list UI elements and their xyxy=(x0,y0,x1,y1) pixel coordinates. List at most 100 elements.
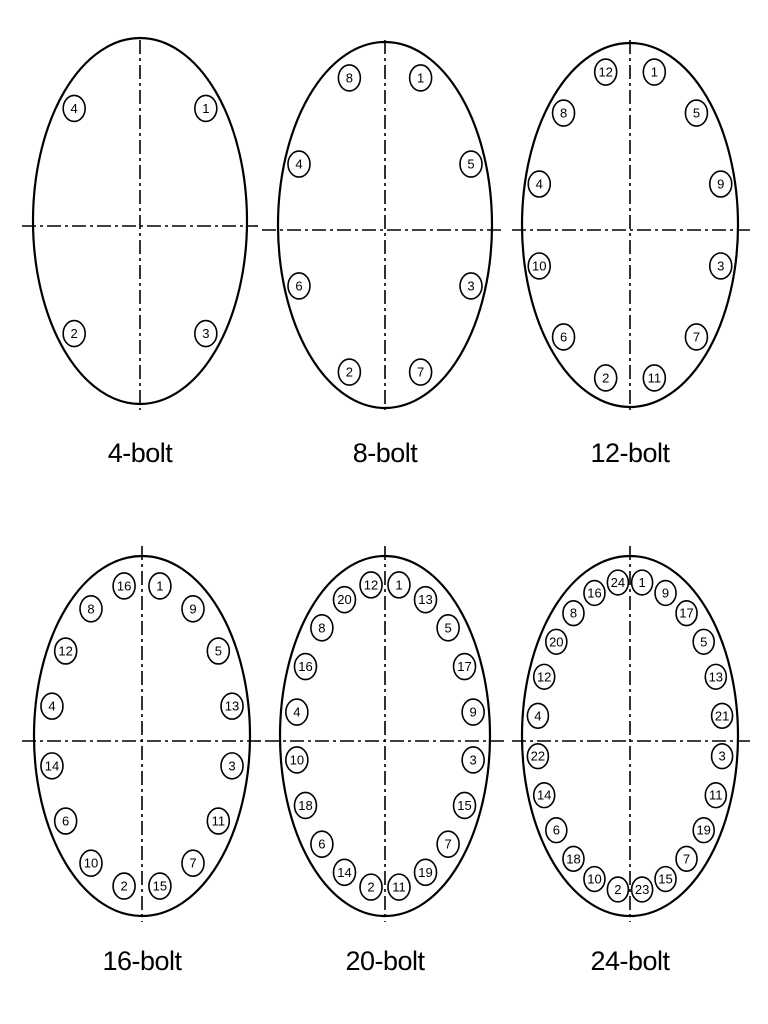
bolt-hole-circle xyxy=(692,817,715,844)
bolt-hole-2: 2 xyxy=(593,364,618,392)
bolt-number: 4 xyxy=(295,157,302,172)
bolt-number: 15 xyxy=(153,879,167,894)
bolt-number: 2 xyxy=(367,880,374,895)
bolt-hole-circle xyxy=(545,628,568,655)
bolt-hole-circle xyxy=(293,652,318,681)
bolt-hole-7: 7 xyxy=(675,845,698,873)
bolt-hole-12: 12 xyxy=(359,571,383,599)
bolt-hole-circle xyxy=(387,873,411,901)
bolt-hole-circle xyxy=(40,752,64,780)
bolt-hole-7: 7 xyxy=(181,849,205,877)
bolt-hole-9: 9 xyxy=(461,698,485,726)
bolt-hole-circle xyxy=(545,817,568,844)
bolt-hole-circle xyxy=(287,272,311,300)
bolt-hole-13: 13 xyxy=(704,663,728,690)
bolt-hole-circle xyxy=(461,698,485,726)
bolt-number: 3 xyxy=(202,326,209,341)
bolt-hole-7: 7 xyxy=(684,323,709,351)
pattern-caption: 24-bolt xyxy=(590,946,670,976)
bolt-hole-1: 1 xyxy=(387,571,411,599)
bolt-hole-circle xyxy=(642,58,667,86)
bolt-number: 8 xyxy=(570,606,577,621)
bolt-hole-9: 9 xyxy=(181,595,205,623)
bolt-number: 17 xyxy=(457,659,471,674)
bolt-hole-circle xyxy=(710,743,734,770)
bolt-hole-circle xyxy=(606,569,630,596)
bolt-hole-1: 1 xyxy=(194,94,218,123)
bolt-hole-circle xyxy=(181,849,205,877)
bolt-number: 15 xyxy=(658,872,672,887)
bolt-hole-1: 1 xyxy=(408,64,433,92)
bolt-hole-20: 20 xyxy=(545,628,568,655)
bolt-hole-5: 5 xyxy=(206,637,231,665)
bolt-hole-circle xyxy=(287,150,311,178)
bolt-hole-12: 12 xyxy=(593,58,618,86)
bolt-number: 3 xyxy=(717,258,724,273)
bolt-hole-circle xyxy=(337,358,362,386)
bolt-hole-circle xyxy=(62,94,86,123)
bolt-hole-circle xyxy=(408,358,433,386)
bolt-number: 16 xyxy=(298,659,312,674)
pattern-caption: 20-bolt xyxy=(345,946,425,976)
bolt-hole-circle xyxy=(79,595,103,623)
bolt-hole-circle xyxy=(408,64,433,92)
bolt-hole-circle xyxy=(593,364,618,392)
bolt-number: 17 xyxy=(679,606,693,621)
bolt-hole-12: 12 xyxy=(53,637,78,665)
pattern-caption: 8-bolt xyxy=(353,438,419,468)
bolt-hole-circle xyxy=(526,743,550,770)
bolt-hole-15: 15 xyxy=(148,872,172,900)
bolt-number: 12 xyxy=(537,669,551,684)
bolt-number: 6 xyxy=(560,329,567,344)
bolt-hole-8: 8 xyxy=(337,64,362,92)
bolt-hole-19: 19 xyxy=(413,858,438,887)
bolt-number: 4 xyxy=(48,699,55,714)
bolt-hole-15: 15 xyxy=(654,865,677,893)
bolt-hole-4: 4 xyxy=(526,702,550,729)
bolt-number: 12 xyxy=(58,643,72,658)
bolt-hole-11: 11 xyxy=(206,807,231,835)
bolt-hole-circle xyxy=(332,858,357,887)
bolt-number: 9 xyxy=(662,585,669,600)
bolt-hole-circle xyxy=(654,579,677,607)
bolt-number: 14 xyxy=(337,865,351,880)
bolt-hole-4: 4 xyxy=(62,94,86,123)
bolt-hole-circle xyxy=(526,702,550,729)
bolt-number: 5 xyxy=(700,634,707,649)
bolt-hole-circle xyxy=(527,170,552,198)
bolt-number: 23 xyxy=(635,882,649,897)
bolt-hole-7: 7 xyxy=(436,830,460,858)
pattern-caption: 12-bolt xyxy=(590,438,670,468)
bolt-hole-circle xyxy=(630,569,654,596)
bolt-number: 11 xyxy=(709,788,723,803)
bolt-hole-24: 24 xyxy=(606,569,630,596)
bolt-hole-circle xyxy=(206,807,231,835)
bolt-number: 14 xyxy=(45,758,59,773)
bolt-number: 3 xyxy=(467,278,474,293)
bolt-hole-10: 10 xyxy=(285,746,309,774)
bolt-hole-2: 2 xyxy=(112,872,136,900)
bolt-number: 11 xyxy=(648,370,662,385)
bolt-number: 18 xyxy=(298,798,312,813)
bolt-hole-18: 18 xyxy=(562,845,585,873)
bolt-hole-circle xyxy=(459,272,483,300)
bolt-hole-3: 3 xyxy=(461,746,485,774)
bolt-hole-6: 6 xyxy=(53,807,78,835)
bolt-hole-13: 13 xyxy=(413,585,438,614)
bolt-number: 20 xyxy=(337,592,351,607)
bolt-hole-21: 21 xyxy=(710,702,734,729)
bolt-hole-14: 14 xyxy=(40,752,64,780)
bolt-number: 3 xyxy=(718,749,725,764)
bolt-number: 19 xyxy=(696,823,710,838)
bolt-hole-8: 8 xyxy=(562,599,585,627)
bolt-hole-14: 14 xyxy=(332,858,357,887)
bolt-hole-13: 13 xyxy=(220,692,244,720)
bolt-hole-circle xyxy=(692,628,715,655)
bolt-number: 11 xyxy=(212,814,226,829)
bolt-hole-3: 3 xyxy=(459,272,483,300)
bolt-hole-2: 2 xyxy=(606,876,630,903)
bolt-hole-circle xyxy=(606,876,630,903)
